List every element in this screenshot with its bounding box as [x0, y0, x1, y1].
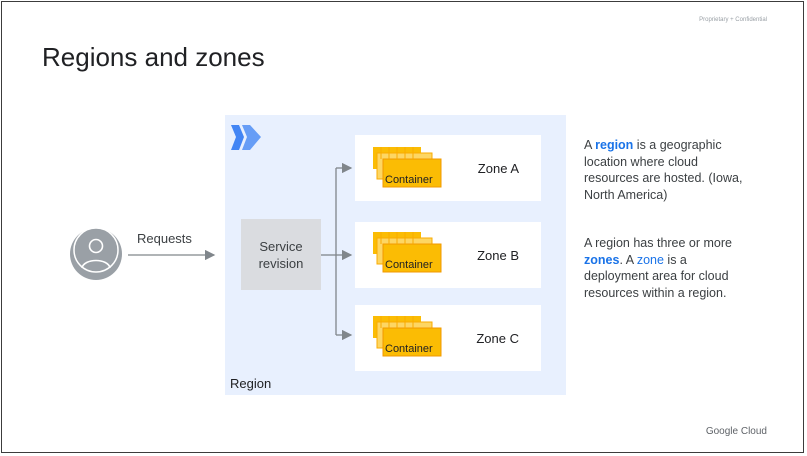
cloud-run-logo-icon: [231, 125, 261, 150]
zone-description: A region has three or more zones. A zone…: [584, 236, 732, 300]
zone-a-label: Zone A: [477, 161, 519, 176]
container-stack-icon-b: [373, 232, 442, 273]
requests-label: Requests: [137, 231, 192, 246]
zones-term: zones: [584, 252, 620, 267]
confidential-label: Proprietary + Confidential: [699, 17, 767, 23]
container-label-c: Container: [385, 343, 433, 355]
container-stack-icon-c: [373, 316, 442, 357]
region-label: Region: [230, 376, 272, 391]
container-stack-icon-a: [373, 147, 442, 188]
region-description: A region is a geographic location where …: [584, 138, 743, 202]
google-cloud-brand: Google Cloud: [705, 426, 767, 437]
user-avatar-icon: [70, 227, 122, 280]
service-revision-box: Service revision: [241, 219, 321, 290]
page-title: Regions and zones: [42, 42, 265, 72]
region-term: region: [595, 138, 634, 152]
zone-term: zone: [636, 252, 664, 267]
zone-c-label: Zone C: [476, 331, 519, 346]
zone-connectors: [321, 162, 353, 341]
zone-b-label: Zone B: [477, 248, 519, 263]
container-label-a: Container: [385, 174, 433, 186]
container-label-b: Container: [385, 259, 433, 271]
service-label-line2: revision: [258, 255, 304, 271]
zone-a-box: Zone A: [355, 135, 541, 201]
service-label-line1: Service: [259, 238, 303, 254]
